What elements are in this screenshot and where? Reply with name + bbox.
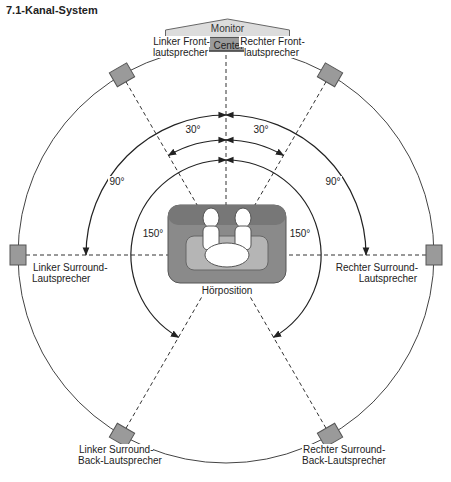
sofa-seat — [186, 236, 268, 270]
speaker-label-text: Rechter Surround- Back-Lautsprecher — [302, 444, 387, 466]
speaker-label-text: Linker Surround- Back-Lautsprecher — [78, 444, 163, 466]
speaker — [426, 245, 442, 265]
angle-label-text: 30° — [252, 124, 269, 135]
angle-label: 150° — [139, 228, 167, 239]
angle-label-text: 90° — [324, 176, 341, 187]
angle-label: 30° — [180, 124, 206, 135]
title: 7.1-Kanal-System — [6, 4, 98, 16]
speaker-label-text: Linker Front- lautsprecher — [152, 36, 210, 58]
position-label-text: Hörposition — [201, 285, 254, 296]
speaker — [317, 63, 342, 87]
person-head — [203, 208, 219, 228]
speaker-label-text: Rechter Front- lautsprecher — [239, 36, 304, 58]
person-head — [235, 208, 251, 228]
speaker-label-text: Rechter Surround- Lautsprecher — [335, 262, 418, 284]
angle-label-text: 150° — [142, 228, 165, 239]
speaker — [10, 245, 26, 265]
angle-label-text: 30° — [184, 124, 201, 135]
speaker-label: Rechter Surround- Back-Lautsprecher — [302, 444, 402, 466]
speaker-label-text: Linker Surround- Lautsprecher — [32, 262, 107, 284]
angle-arc — [226, 140, 284, 155]
angle-label-text: 150° — [289, 228, 312, 239]
speaker-label: Linker Surround- Back-Lautsprecher — [78, 444, 178, 466]
sofa — [168, 205, 286, 283]
position-label: Hörposition — [187, 285, 267, 296]
speaker-label: Linker Front- lautsprecher — [148, 36, 214, 58]
angle-label: 30° — [248, 124, 274, 135]
angle-arc — [226, 115, 366, 255]
speaker-label: Rechter Surround- Lautsprecher — [318, 262, 418, 284]
angle-label: 150° — [286, 228, 314, 239]
sofa-illustration — [168, 205, 286, 283]
angle-arc — [169, 140, 227, 155]
angle-arc — [86, 115, 226, 255]
speaker-label: Linker Surround- Lautsprecher — [32, 262, 132, 284]
speaker-label: Rechter Front- lautsprecher — [238, 36, 306, 58]
angle-label: 90° — [104, 176, 130, 187]
angle-label: 90° — [320, 176, 346, 187]
sofa-back — [168, 205, 286, 225]
speaker — [109, 63, 134, 87]
angle-label-text: 90° — [108, 176, 125, 187]
monitor-label: Monitor — [165, 18, 290, 34]
speaker-circle — [18, 47, 434, 463]
listener-head — [205, 243, 249, 267]
